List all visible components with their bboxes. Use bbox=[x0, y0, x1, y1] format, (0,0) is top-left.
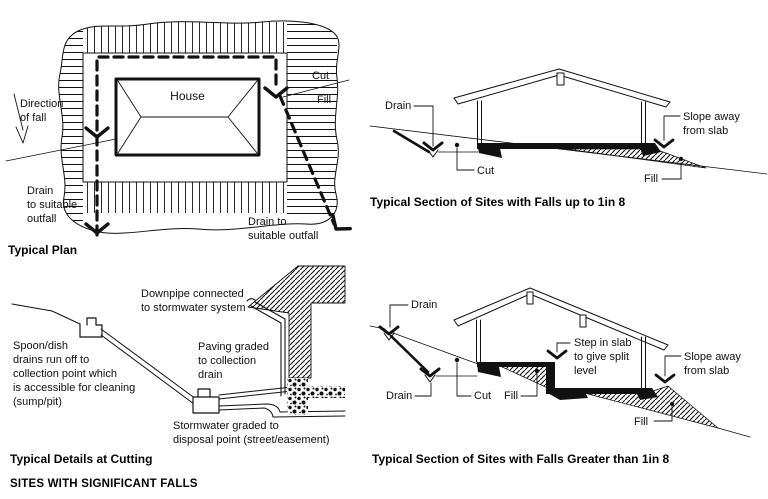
fill-right-label: Fill bbox=[634, 416, 649, 428]
cut-batter bbox=[392, 129, 431, 154]
fill-wedge bbox=[565, 148, 707, 169]
stormwater-pipe bbox=[218, 403, 346, 418]
embankment-hatching bbox=[58, 22, 337, 234]
cut-fill-line bbox=[282, 79, 350, 98]
drain-symbol-top bbox=[378, 325, 400, 341]
cut-label: Cut bbox=[477, 165, 495, 177]
slope-away-label: Slope away from slab bbox=[684, 351, 741, 377]
drain-top-label: Drain bbox=[411, 299, 438, 311]
ground-line bbox=[11, 303, 81, 325]
direction-of-fall-label: Direction of fall bbox=[20, 98, 64, 124]
drain-symbol-bottom bbox=[419, 367, 441, 383]
downpipe-label: Downpipe connected to stormwater system bbox=[141, 288, 246, 314]
stormwater-label: Stormwater graded to disposal point (str… bbox=[173, 420, 330, 446]
slope-arrow bbox=[653, 138, 675, 149]
plan-caption: Typical Plan bbox=[8, 243, 78, 257]
fill-mid-label: Fill bbox=[504, 390, 519, 402]
drain-outfall-left-label: Drain to suitable outfall bbox=[27, 185, 78, 225]
fill-wedge-upper bbox=[499, 365, 553, 391]
section-1in8-drawing bbox=[369, 68, 768, 180]
section-gt1in8-caption: Typical Section of Sites with Falls Grea… bbox=[372, 452, 670, 466]
cutting-caption: Typical Details at Cutting bbox=[10, 452, 153, 466]
house-plan bbox=[114, 77, 261, 157]
house-label: House bbox=[170, 89, 205, 103]
cut-label: Cut bbox=[474, 390, 492, 402]
downpipe bbox=[246, 298, 286, 397]
cut-label: Cut bbox=[312, 70, 330, 82]
leader-lines bbox=[413, 105, 682, 180]
cut-batter bbox=[389, 334, 430, 374]
drain-label: Drain bbox=[385, 100, 412, 112]
paving-label: Paving graded to collection drain bbox=[198, 341, 269, 381]
section-1in8-caption: Typical Section of Sites with Falls up t… bbox=[370, 195, 626, 209]
section-gt1in8-drawing bbox=[369, 287, 751, 438]
page-title: SITES WITH SIGNIFICANT FALLS bbox=[10, 478, 198, 490]
house-section bbox=[453, 287, 669, 389]
concrete-footing bbox=[287, 378, 345, 415]
sump-pit bbox=[192, 388, 220, 414]
fill-label: Fill bbox=[644, 173, 659, 185]
direction-of-fall-arrow bbox=[13, 93, 29, 144]
fill-label: Fill bbox=[317, 94, 332, 106]
cutting-drawing bbox=[11, 265, 346, 418]
paving-lines bbox=[218, 386, 293, 400]
spoon-drain bbox=[79, 317, 103, 338]
slope-away-label: Slope away from slab bbox=[683, 111, 740, 137]
leader-lines bbox=[389, 304, 682, 422]
drain-outfall-right-label: Drain to suitable outfall bbox=[248, 216, 319, 242]
slope-pipe bbox=[100, 328, 197, 405]
spoon-drain-label: Spoon/dish drains run off to collection … bbox=[13, 340, 136, 408]
drain-symbol bbox=[422, 141, 444, 158]
step-in-slab-label: Step in slab to give split level bbox=[574, 337, 632, 377]
house-section bbox=[453, 68, 671, 145]
plan-drawing bbox=[5, 20, 352, 238]
cut-bank-wall bbox=[247, 265, 346, 379]
fill-wedge-lower bbox=[587, 385, 719, 429]
drain-bottom-label: Drain bbox=[386, 390, 413, 402]
ground-line bbox=[392, 332, 479, 365]
drain-line-dashed bbox=[95, 55, 336, 237]
